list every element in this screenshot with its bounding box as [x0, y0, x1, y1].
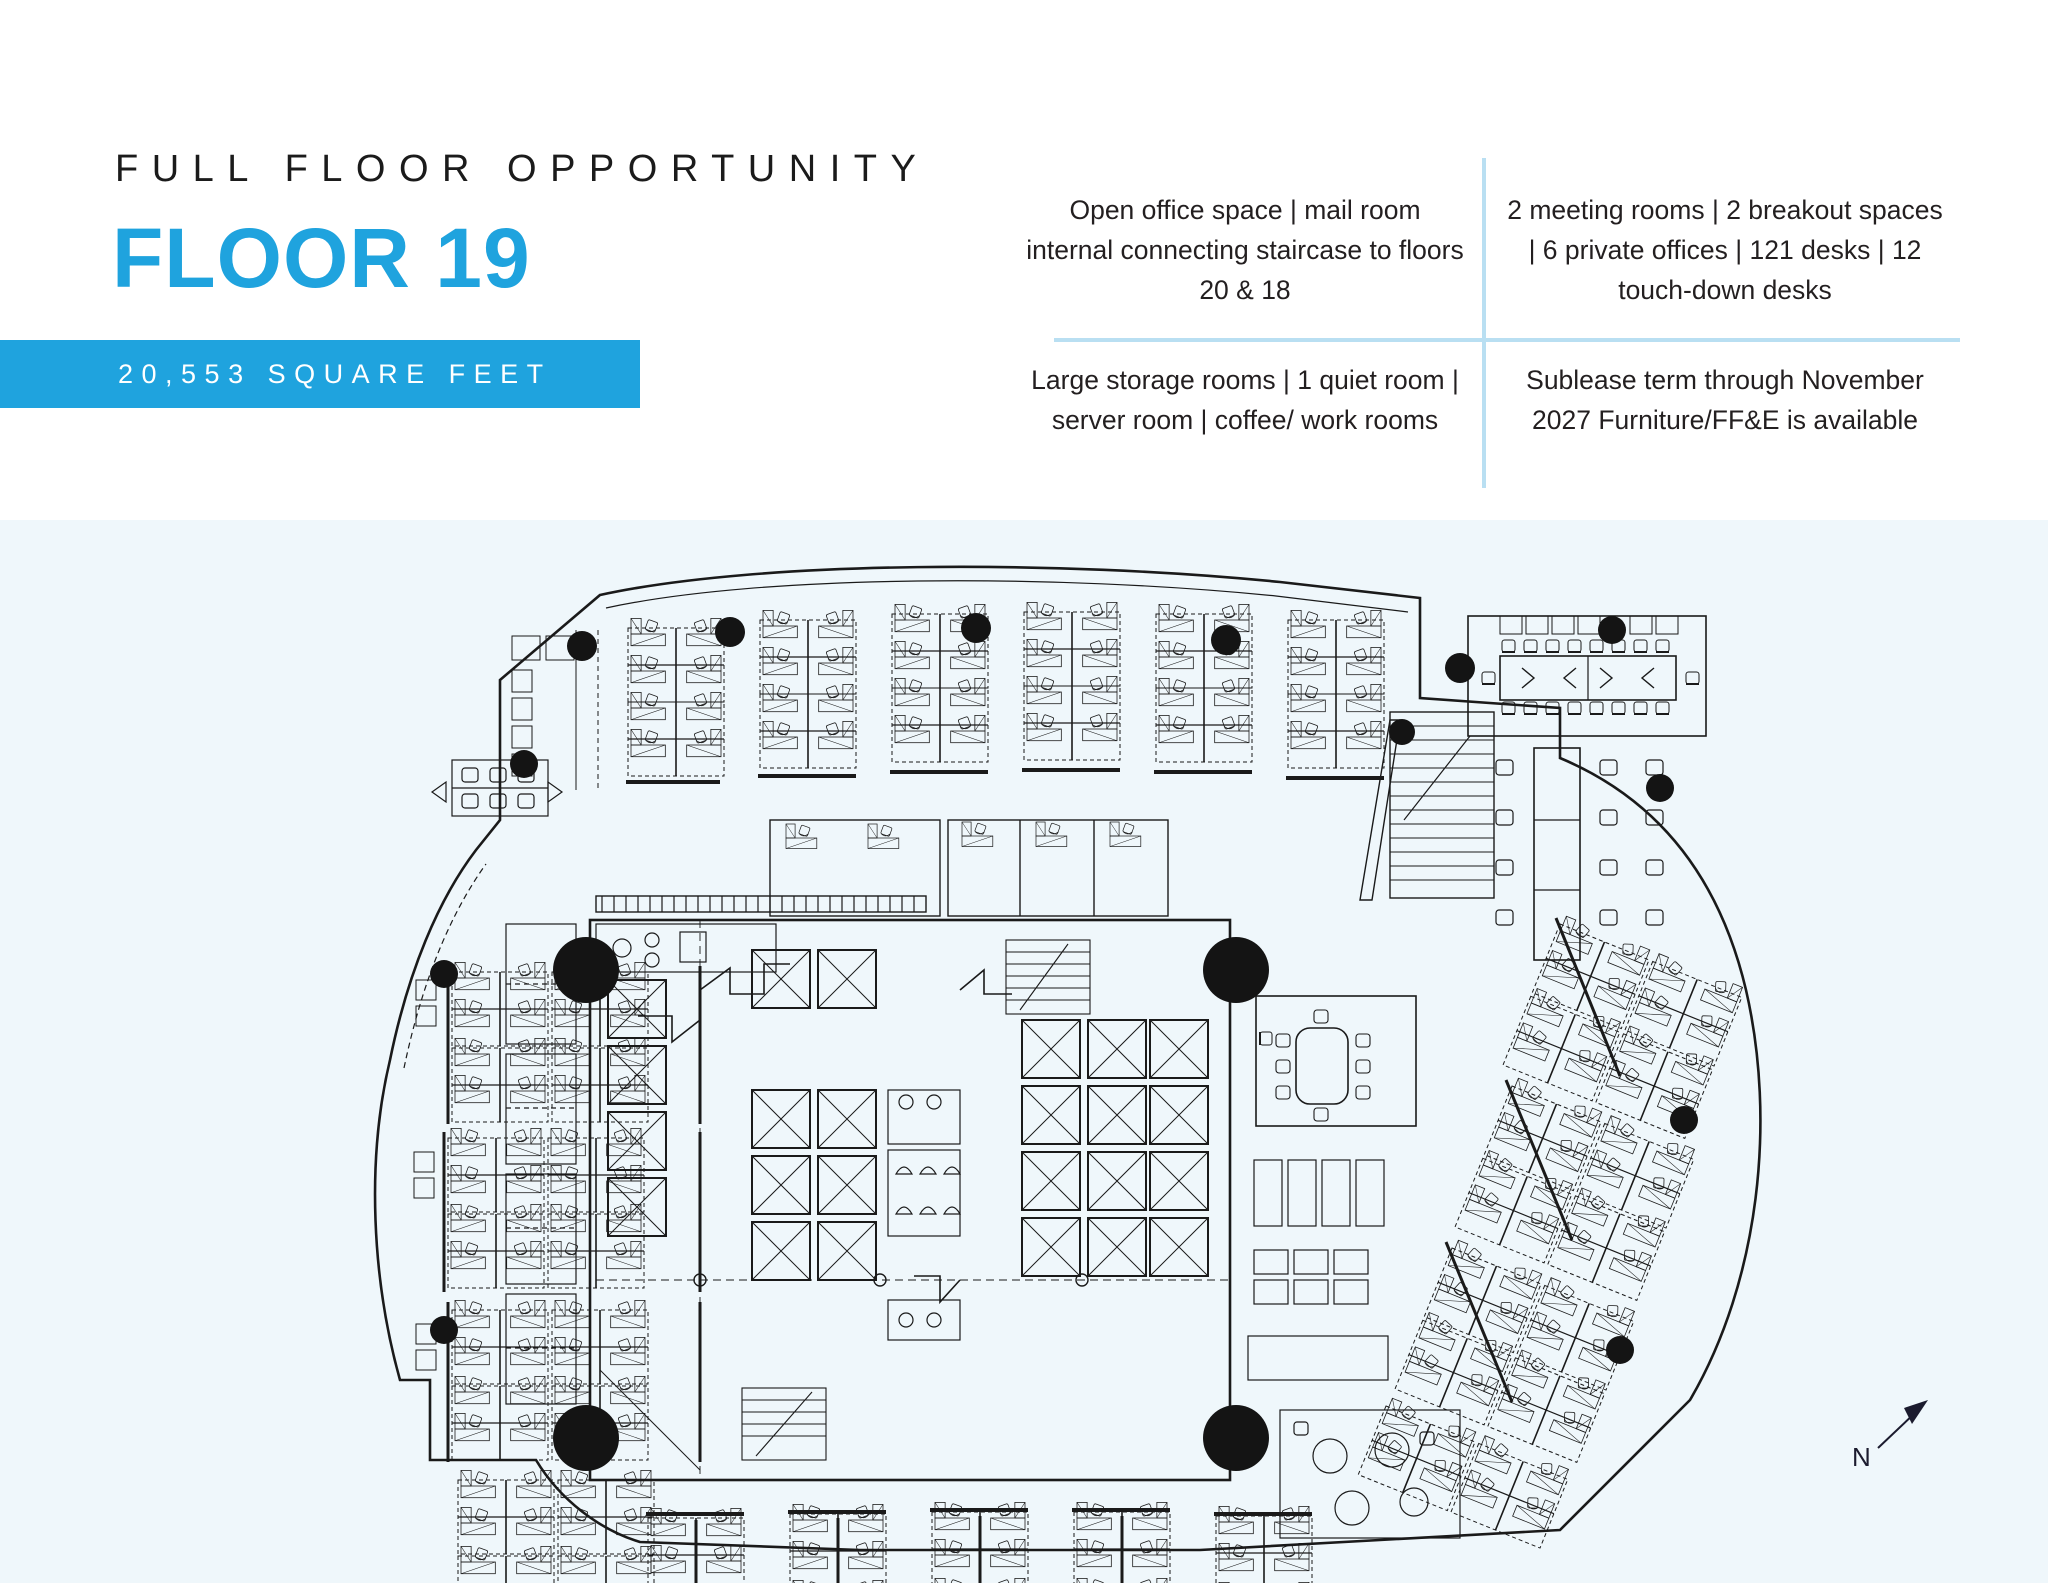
meeting-room-east — [1255, 995, 1417, 1127]
feature-cell-top-right: 2 meeting rooms | 2 breakout spaces | 6 … — [1490, 190, 1960, 310]
touch-down-desk-bank — [1495, 747, 1664, 961]
north-arrow-icon — [1877, 1400, 1928, 1449]
east-service-storage — [1247, 1159, 1389, 1381]
eyebrow-text: FULL FLOOR OPPORTUNITY — [115, 148, 930, 190]
feature-cell-bottom-left: Large storage rooms | 1 quiet room | ser… — [1010, 360, 1480, 440]
mechanical-louver-band — [595, 895, 927, 913]
square-feet-banner: 20,553 SQUARE FEET — [0, 340, 640, 408]
central-core — [588, 895, 1232, 1482]
header-band: FULL FLOOR OPPORTUNITY FLOOR 19 20,553 S… — [0, 0, 2048, 520]
elevator-bank-center — [751, 949, 877, 1281]
restrooms — [887, 1089, 962, 1341]
storage-server-rooms — [505, 923, 577, 1405]
grid-divider-vertical — [1482, 158, 1486, 488]
breakout-space-northwest — [430, 759, 564, 817]
north-arrow: N — [1850, 1390, 1960, 1490]
north-arrow-label: N — [1852, 1442, 1871, 1472]
square-feet-label: 20,553 SQUARE FEET — [118, 359, 552, 389]
feature-text-top-right: 2 meeting rooms | 2 breakout spaces | 6 … — [1507, 195, 1943, 305]
elevator-bank-west — [607, 979, 667, 1237]
east-wing-angled-workstations — [1358, 915, 1745, 1548]
feature-text-bottom-left: Large storage rooms | 1 quiet room | ser… — [1031, 365, 1459, 435]
elevator-bank-east — [1021, 1019, 1147, 1277]
feature-text-top-left: Open office space | mail room internal c… — [1026, 195, 1464, 305]
internal-connecting-staircase — [1359, 711, 1495, 901]
south-open-office-cubicles — [646, 1502, 1312, 1583]
feature-text-bottom-right: Sublease term through November 2027 Furn… — [1526, 365, 1924, 435]
north-open-office-cubicles — [511, 602, 1384, 790]
core-stair-southwest — [741, 1387, 827, 1461]
private-offices-north-core — [769, 819, 1169, 917]
breakout-lounge-southeast — [1279, 1409, 1461, 1539]
feature-cell-top-left: Open office space | mail room internal c… — [1010, 190, 1480, 310]
core-stair-northeast — [1005, 939, 1091, 1015]
structural-columns — [430, 613, 1698, 1471]
grid-divider-horizontal — [1054, 338, 1960, 342]
floorplan-drawing — [373, 565, 1762, 1583]
title-block: FULL FLOOR OPPORTUNITY FLOOR 19 20,553 S… — [0, 0, 940, 520]
floorplan-panel — [0, 520, 2048, 1583]
feature-cell-bottom-right: Sublease term through November 2027 Furn… — [1490, 360, 1960, 440]
conference-room-northeast — [1467, 615, 1707, 737]
page-title: FLOOR 19 — [112, 211, 531, 305]
feature-grid: Open office space | mail room internal c… — [1010, 158, 1960, 490]
building-envelope — [373, 565, 1762, 1552]
